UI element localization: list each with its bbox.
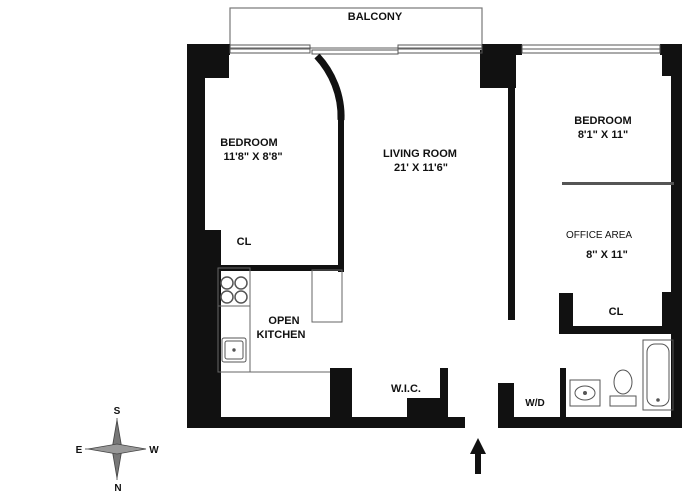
- exterior-walls: [187, 44, 682, 428]
- closet-left-label: CL: [237, 236, 252, 248]
- living-room-label: LIVING ROOM: [383, 148, 457, 160]
- wic-label: W.I.C.: [391, 383, 421, 395]
- kitchen-label-line1: OPEN: [268, 315, 299, 327]
- compass-east: E: [76, 445, 83, 456]
- compass-west: W: [149, 445, 159, 456]
- stove-burners: [220, 276, 248, 304]
- interior-walls: [205, 88, 676, 421]
- compass-north: N: [114, 483, 121, 494]
- bathtub: [642, 339, 674, 411]
- living-room-size: 21' X 11'6": [394, 162, 448, 174]
- bedroom-left-size: 11'8" X 8'8": [223, 151, 282, 163]
- office-area-label: OFFICE AREA: [566, 230, 632, 241]
- closet-right-label: CL: [609, 306, 624, 318]
- windows: [229, 44, 661, 55]
- compass-icon: S E W N: [76, 406, 160, 494]
- room-labels: BEDROOM 11'8" X 8'8" LIVING ROOM 21' X 1…: [220, 115, 632, 409]
- entry-arrow-icon: [470, 438, 486, 474]
- bedroom-right-label: BEDROOM: [574, 115, 631, 127]
- bathroom-sink: [569, 379, 601, 407]
- bedroom-left-label: BEDROOM: [220, 137, 277, 149]
- balcony-label: BALCONY: [348, 11, 403, 23]
- toilet: [609, 369, 637, 407]
- compass-south: S: [114, 406, 121, 417]
- office-divider: [562, 182, 674, 185]
- bedroom-right-size: 8'1" X 11": [578, 129, 628, 141]
- kitchen-label-line2: KITCHEN: [257, 329, 306, 341]
- kitchen-counter: [217, 267, 343, 373]
- office-area-size: 8'' X 11": [586, 249, 628, 261]
- kitchen-sink: [221, 337, 247, 363]
- balcony: BALCONY: [229, 7, 483, 49]
- balcony-door-curve: [314, 53, 345, 121]
- washer-dryer-label: W/D: [525, 398, 544, 409]
